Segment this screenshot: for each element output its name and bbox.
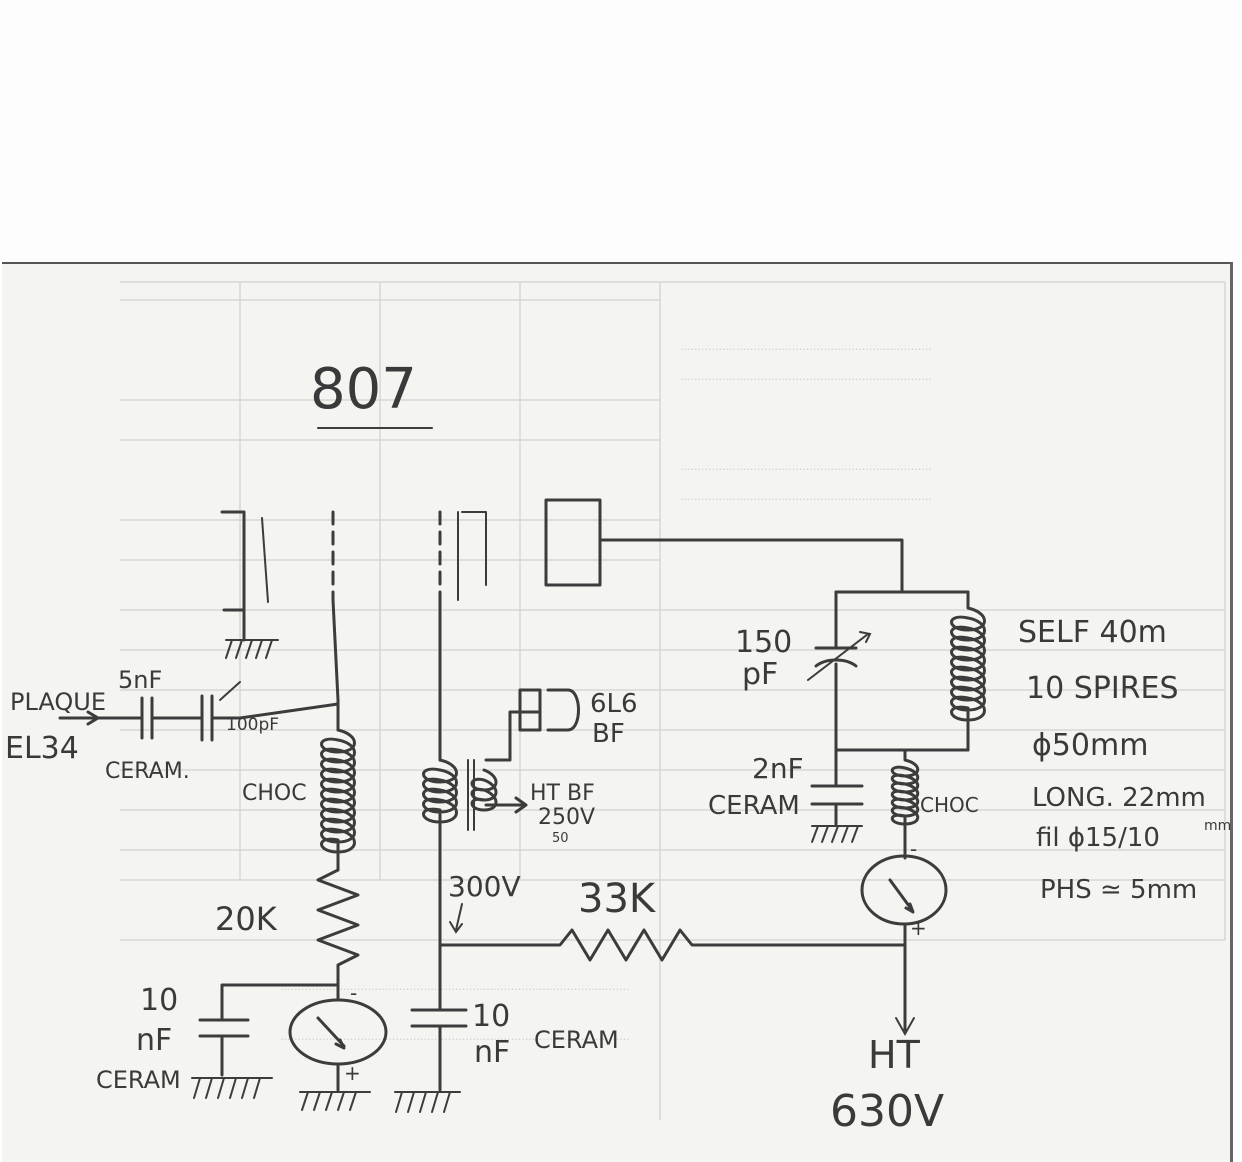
grid-current-meter: [288, 998, 388, 1066]
ground-symbol-mid: [394, 1091, 461, 1113]
bypass-cap-type: CERAM: [708, 791, 800, 821]
suppressor-grid: [457, 511, 487, 601]
meter-right-plus: +: [910, 916, 927, 940]
ht-voltage: 630V: [830, 1086, 944, 1137]
meter-right-minus: -: [910, 837, 917, 861]
input-cap-value: 5nF: [118, 666, 162, 694]
input-cap-type: CERAM.: [105, 759, 190, 784]
bf-tube-type: 6L6: [590, 689, 638, 719]
capacitor-10nf-mid: [410, 1008, 468, 1028]
tank-cap-value: 150: [735, 625, 792, 660]
tube-plate-cap: [544, 498, 602, 587]
bypass-cap-value: 2nF: [752, 752, 804, 785]
svg-text:..............................: ........................................…: [680, 460, 932, 473]
coupling-cap-value: 100pF: [226, 715, 279, 735]
audio-transformer-secondary: [470, 768, 498, 812]
self-note-wire: fil ϕ15/10: [1036, 823, 1160, 853]
left-cap-type: CERAM: [96, 1066, 181, 1094]
svg-text:..............................: ........................................…: [680, 490, 932, 503]
ht-bf-label: HT BF: [530, 781, 595, 806]
meter-left-minus: -: [350, 981, 357, 1005]
resistor-20k-label: 20K: [215, 900, 278, 938]
svg-text:..............................: ........................................…: [280, 1030, 630, 1043]
self-note-diameter: ϕ50mm: [1032, 728, 1148, 763]
plate-current-meter: [860, 854, 948, 926]
bf-tube-symbol: [518, 688, 542, 732]
svg-text:..............................: ........................................…: [680, 340, 932, 353]
ht-bf-arrow: [484, 796, 528, 814]
ground-symbol-left: [191, 1077, 273, 1099]
input-source-line2: EL34: [5, 731, 79, 766]
svg-text:..............................: ........................................…: [680, 370, 932, 383]
choke-left-label: CHOC: [242, 781, 307, 806]
meter-left-plus: +: [344, 1061, 361, 1085]
input-source-line1: PLAQUE: [10, 688, 106, 716]
svg-text:..............................: ........................................…: [280, 980, 630, 993]
tube-title: 807: [310, 357, 417, 422]
ground-symbol-bypass: [811, 825, 863, 843]
screen-voltage-label: 300V: [448, 870, 521, 903]
pencil-note: PHS ≃ 5mm: [1040, 875, 1197, 905]
ht-bf-voltage: 250V: [538, 805, 595, 830]
self-note-turns: 10 SPIRES: [1026, 671, 1179, 706]
resistor-20k: [316, 868, 360, 987]
meter-needle-right: [888, 878, 915, 914]
margin-note: mm: [1204, 818, 1231, 834]
meter-needle-left: [316, 1016, 346, 1050]
capacitor-2nf: [810, 784, 864, 806]
choke-right-label: CHOC: [920, 793, 979, 817]
ht-arrow: [895, 1017, 915, 1037]
self-note-length: LONG. 22mm: [1032, 783, 1206, 813]
ht-bf-extra: 50: [552, 831, 569, 846]
ground-symbol-meter: [299, 1091, 371, 1111]
self-note-band: SELF 40m: [1018, 615, 1167, 650]
audio-transformer-primary: [422, 758, 458, 832]
transformer-core: [467, 759, 475, 831]
choke-right: [890, 748, 920, 860]
show-through-table: ........................................…: [120, 281, 1226, 1120]
left-cap-value: 10: [140, 983, 178, 1018]
tube-plate-electrode: [220, 510, 246, 612]
screen-voltage-arrow: [449, 903, 463, 934]
resistor-33k: [438, 928, 907, 962]
mid-cap-unit: nF: [474, 1035, 510, 1070]
tank-coil-self: [950, 590, 986, 752]
mid-cap-type: CERAM: [534, 1026, 619, 1054]
ground-symbol-top: [225, 639, 279, 659]
mid-cap-value: 10: [472, 999, 510, 1034]
variable-capacitor-150pf: [814, 590, 858, 752]
capacitor-10nf-left: [198, 1018, 250, 1038]
choke-left: [320, 728, 356, 872]
resistor-33k-label: 33K: [578, 876, 657, 922]
ht-label: HT: [868, 1033, 921, 1077]
tank-cap-unit: pF: [742, 657, 778, 692]
variable-capacitor-arrow: [807, 631, 872, 681]
printed-sheet-background: [2, 262, 1233, 1162]
bf-tube-role: BF: [592, 719, 625, 749]
left-cap-unit: nF: [136, 1023, 172, 1058]
blank-paper-area: [0, 0, 1242, 262]
